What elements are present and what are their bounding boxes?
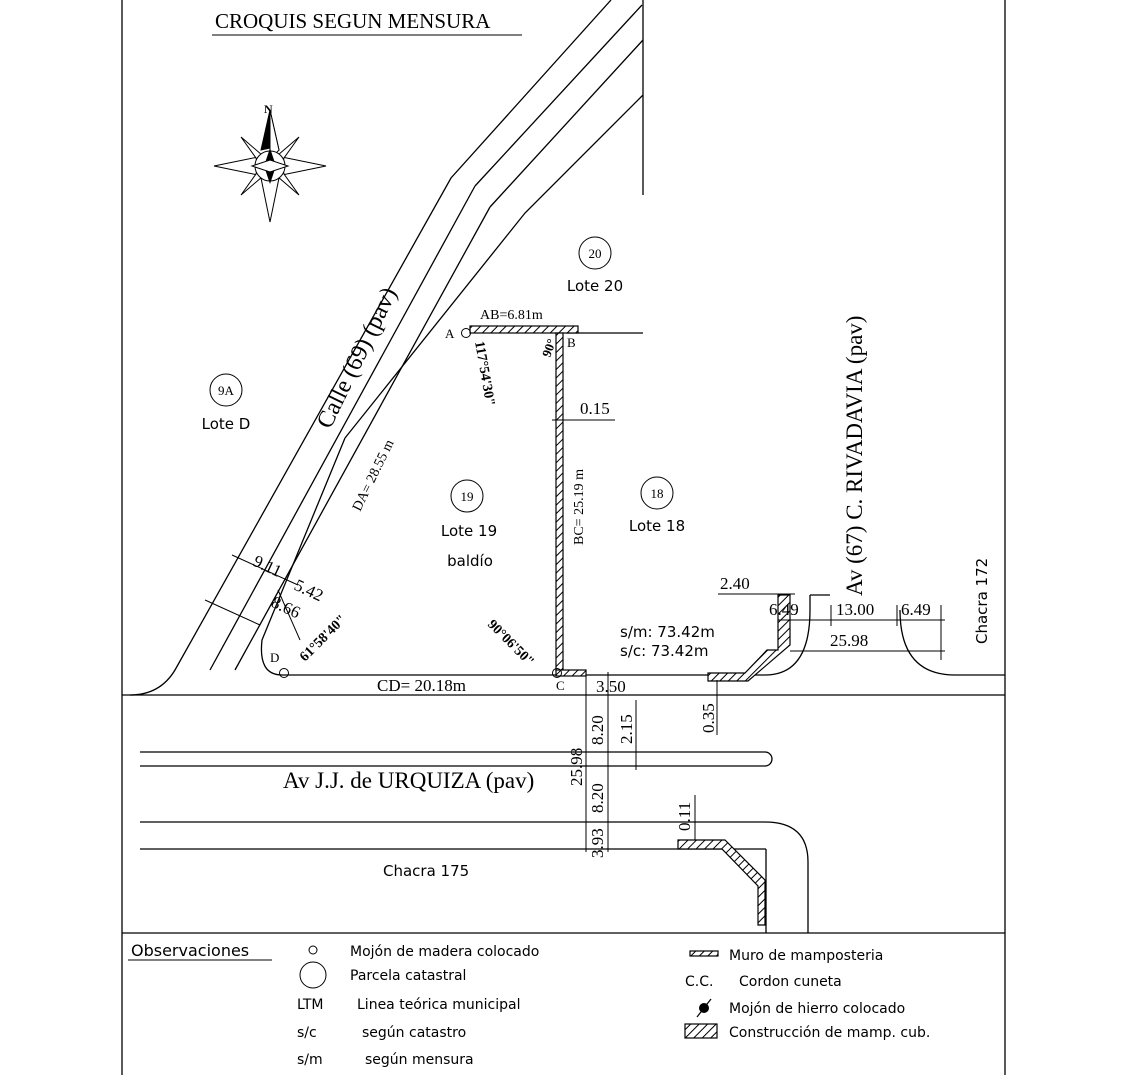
side-cd-label: CD= 20.18m	[377, 676, 466, 695]
parcel-circle	[578, 236, 612, 270]
parcel-number: 20	[589, 246, 602, 261]
side-bc-label: BC= 25.19 m	[572, 469, 587, 545]
parcel-number: 18	[651, 486, 664, 501]
parcel-number: 19	[461, 489, 474, 504]
cadastral-parcel-icon	[299, 961, 327, 989]
parcel-lote-20: 20 Lote 20	[567, 236, 623, 295]
dim-6-49-b: 6.49	[901, 600, 931, 619]
angle-c-label: 90°06'50"	[484, 617, 537, 670]
street-rivadavia: Av (67) C. RIVADAVIA (pav)	[842, 316, 867, 596]
dim-2-40: 2.40	[720, 574, 750, 593]
dim-2-15: 2.15	[617, 714, 636, 744]
parcel-circle	[640, 476, 674, 510]
vertex-c-marker	[552, 668, 562, 678]
vertex-markers	[279, 328, 562, 678]
wooden-marker-icon	[308, 945, 318, 955]
legend-item-label: según catastro	[362, 1025, 466, 1041]
street-urquiza: Av J.J. de URQUIZA (pav)	[283, 768, 534, 793]
dim-3-50: 3.50	[596, 677, 626, 696]
legend-item-label: según mensura	[365, 1052, 474, 1068]
vertex-d-label: D	[270, 650, 279, 665]
drawing-frame	[121, 0, 1006, 1075]
street-calle-69: Calle (69) (pav)	[312, 283, 403, 432]
dim-8-66: 8.66	[268, 592, 303, 622]
chacra-175-label: Chacra 175	[383, 862, 469, 880]
dim-13-00: 13.00	[836, 600, 874, 619]
angle-a-label: 117°54'30"	[471, 340, 497, 407]
dim-3-93: 3.93	[588, 828, 607, 858]
dim-6-49-a: 6.49	[769, 600, 799, 619]
parcel-name: Lote 19	[441, 522, 497, 540]
compass-north-label: N	[264, 102, 273, 116]
page-title: CROQUIS SEGUN MENSURA	[215, 9, 491, 33]
vertex-c-label: C	[556, 678, 565, 693]
wall-bc	[555, 332, 564, 672]
dim-25-98-v: 25.98	[567, 748, 586, 786]
calle-69-lines	[129, 0, 644, 696]
side-ab-label: AB=6.81m	[480, 308, 543, 323]
parcel-name: Lote 18	[629, 517, 685, 535]
parcel-circle	[209, 373, 243, 407]
dim-25-98-h: 25.98	[830, 631, 868, 650]
iron-marker-icon	[696, 998, 712, 1018]
parcel-number: 9A	[218, 383, 235, 398]
vertex-a-marker	[461, 328, 471, 338]
dim-wall-thickness: 0.15	[580, 399, 610, 418]
parcel-name: Lote 20	[567, 277, 623, 295]
legend-item-label: Mojón de hierro colocado	[729, 1001, 905, 1017]
angle-d-label: 61°58'40"	[297, 612, 350, 665]
parcel-lote-19: 19 Lote 19	[441, 479, 497, 540]
vertex-a-label: A	[445, 326, 455, 341]
dimension-lines	[204, 419, 945, 852]
area-segun-catastro: s/c: 73.42m	[620, 642, 709, 660]
covered-construction-icon	[684, 1023, 718, 1039]
legend-heading: Observaciones	[131, 941, 249, 960]
legend-item-symbol: s/c	[297, 1025, 317, 1041]
compass-rose-icon: N	[213, 102, 327, 223]
vertex-b-label: B	[567, 335, 576, 350]
legend: Observaciones Mojón de madera colocado P…	[128, 941, 930, 1068]
angle-b-label: 90°	[539, 337, 559, 359]
wall-hatch	[469, 325, 791, 926]
legend-item-label: Mojón de madera colocado	[350, 944, 539, 960]
parcel-name: Lote D	[202, 415, 251, 433]
dim-5-42: 5.42	[291, 575, 326, 605]
dim-0-11: 0.11	[675, 802, 694, 831]
building-corner-2	[677, 839, 766, 926]
lote-19-baldio: baldío	[447, 552, 493, 570]
vertex-d-marker	[279, 668, 289, 678]
legend-item-label: Linea teórica municipal	[357, 997, 520, 1013]
chacra-172-label: Chacra 172	[973, 558, 991, 644]
parcel-circle	[450, 479, 484, 513]
masonry-wall-icon	[689, 950, 719, 957]
parcel-lote-18: 18 Lote 18	[629, 476, 685, 535]
dim-8-20-b: 8.20	[588, 783, 607, 813]
area-segun-mensura: s/m: 73.42m	[620, 623, 715, 641]
dim-8-20-a: 8.20	[588, 715, 607, 745]
building-corner-1	[707, 594, 791, 682]
legend-item-symbol: s/m	[297, 1052, 323, 1068]
parcel-lote-d: 9A Lote D	[202, 373, 251, 433]
legend-item-label: Construcción de mamp. cub.	[729, 1025, 930, 1041]
legend-item-label: Cordon cuneta	[739, 974, 842, 990]
dim-0-35: 0.35	[699, 703, 718, 733]
wall-ab	[469, 325, 579, 334]
legend-item-label: Muro de mamposteria	[729, 948, 883, 964]
legend-item-symbol: C.C.	[685, 974, 713, 990]
legend-item-label: Parcela catastral	[350, 968, 466, 984]
block-lines	[122, 332, 1005, 696]
legend-item-symbol: LTM	[297, 997, 324, 1013]
